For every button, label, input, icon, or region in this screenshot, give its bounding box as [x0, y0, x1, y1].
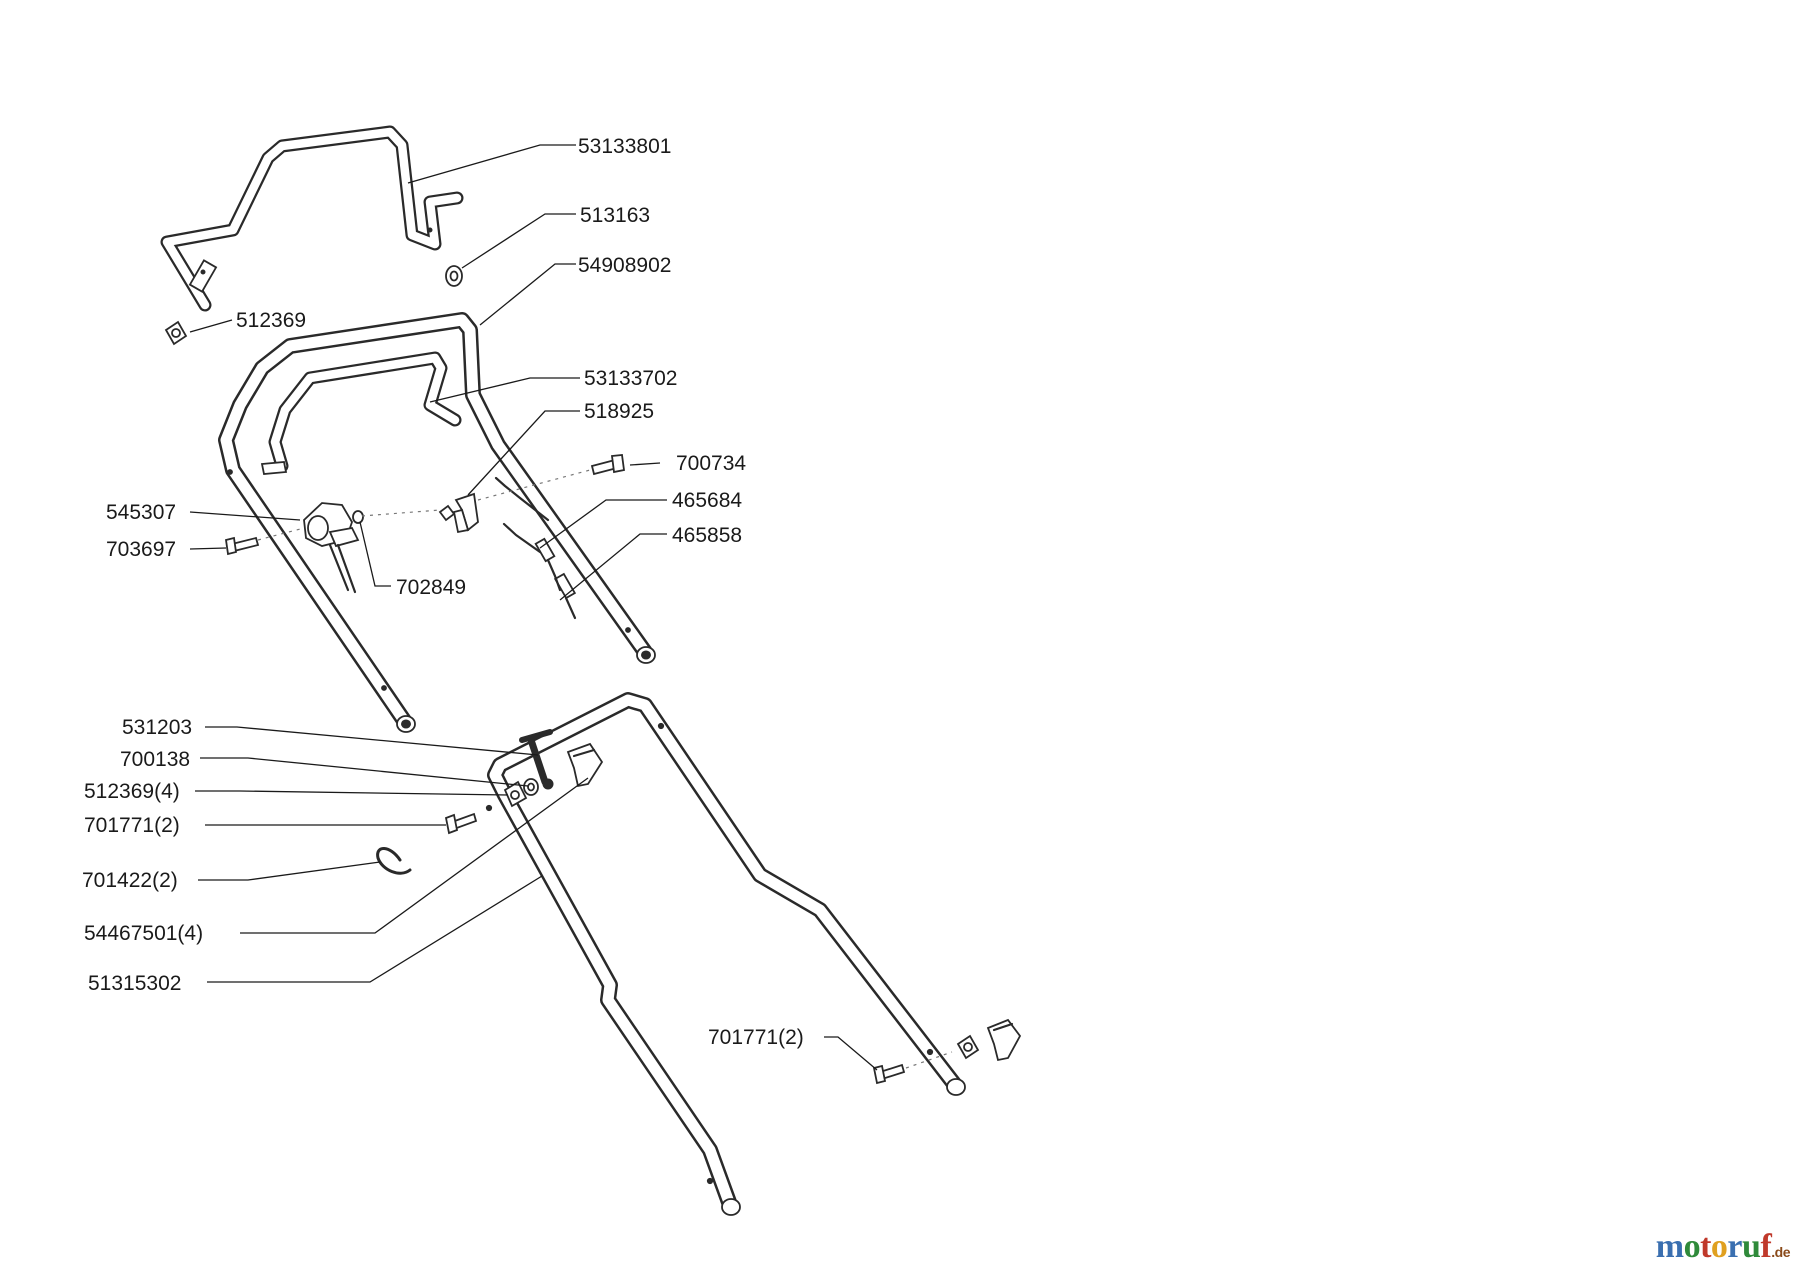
screw-703697: [224, 536, 260, 556]
washer-702849: [352, 510, 364, 524]
wing-knob-54467501-lower: [986, 1018, 1022, 1062]
part-labels: 53133801 513163 54908902 512369 53133702…: [82, 135, 804, 1049]
clip-701422: [376, 847, 412, 875]
nut-700734-side: [438, 504, 456, 522]
label-700734: 700734: [676, 452, 746, 475]
label-465684: 465684: [672, 489, 742, 512]
screw-700734: [590, 454, 626, 476]
leader-lines: [189, 144, 878, 1071]
nut-lower: [956, 1034, 980, 1060]
logo-suffix: .de: [1771, 1244, 1790, 1260]
logo-letter: u: [1742, 1228, 1761, 1265]
label-702849: 702849: [396, 576, 466, 599]
washer-513163: [445, 265, 463, 287]
label-465858: 465858: [672, 524, 742, 547]
logo-letters: motoruf: [1656, 1228, 1772, 1265]
label-54467501-4: 54467501(4): [84, 922, 203, 945]
logo-letter: o: [1710, 1228, 1728, 1265]
logo-letter: f: [1760, 1228, 1772, 1265]
logo-letter: m: [1655, 1228, 1684, 1265]
label-701771-2-lower: 701771(2): [708, 1026, 804, 1049]
label-701422-2: 701422(2): [82, 869, 178, 892]
assembly-line-lower: [905, 1051, 953, 1069]
screw-701771-lower: [872, 1063, 906, 1085]
logo-letter: o: [1683, 1228, 1701, 1265]
label-53133702: 53133702: [584, 367, 677, 390]
label-51315302: 51315302: [88, 972, 181, 995]
label-518925: 518925: [584, 400, 654, 423]
middle-handle-tube: [218, 312, 656, 733]
label-703697: 703697: [106, 538, 176, 561]
cable-465858: [546, 558, 577, 620]
nut-512369: [164, 320, 188, 346]
logo-letter: t: [1700, 1228, 1711, 1265]
label-700138: 700138: [120, 748, 190, 771]
motoruf-logo: motoruf.de: [1656, 1228, 1791, 1266]
label-53133801: 53133801: [578, 135, 671, 158]
lever-housing-545307: [303, 502, 360, 594]
label-512369-4: 512369(4): [84, 780, 180, 803]
label-512369: 512369: [236, 309, 306, 332]
label-531203: 531203: [122, 716, 192, 739]
screw-701771-upper: [444, 812, 478, 835]
wing-knob-54467501-upper: [566, 742, 604, 788]
cable-clip-518925: [452, 492, 479, 534]
lever-531203: [519, 729, 554, 790]
logo-letter: r: [1727, 1228, 1743, 1265]
label-54908902: 54908902: [578, 254, 671, 277]
label-701771-2-upper: 701771(2): [84, 814, 180, 837]
lower-handle-tube: [485, 692, 966, 1216]
assembly-line-upper: [257, 469, 591, 541]
label-545307: 545307: [106, 501, 176, 524]
control-bar-53133702: [260, 351, 462, 475]
washer-700138: [523, 778, 539, 796]
upper-handle-bar: [160, 125, 464, 312]
label-513163: 513163: [580, 204, 650, 227]
